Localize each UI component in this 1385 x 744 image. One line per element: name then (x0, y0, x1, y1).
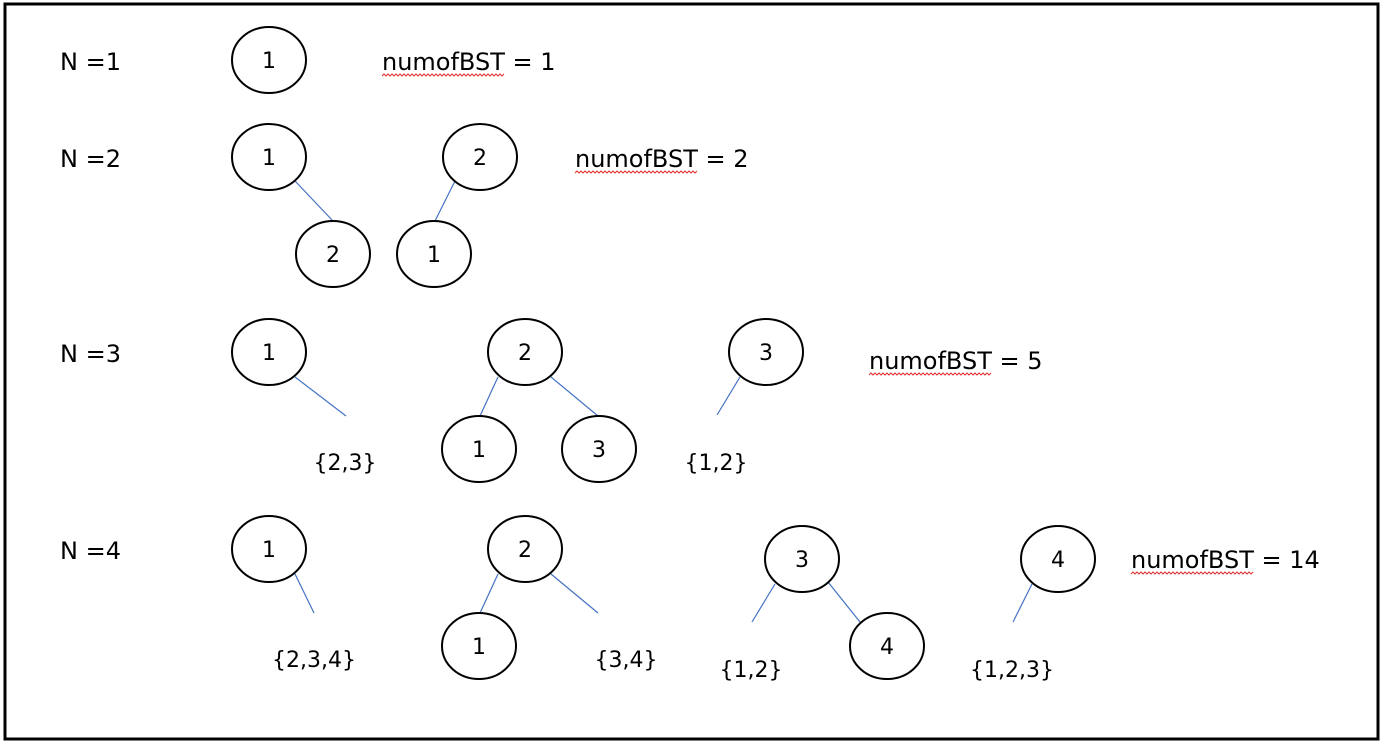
node-value: 3 (592, 438, 606, 463)
tree-node (231, 26, 307, 94)
tree-edge (294, 573, 315, 614)
result-word: numofBST (1131, 546, 1254, 574)
tree-node (487, 515, 563, 583)
result-word: numofBST (869, 347, 992, 375)
node-value: 4 (1051, 548, 1065, 573)
tree-edge (479, 376, 499, 417)
row-n3: N =3 1 {2,3} 2 1 3 3 {1,2} numofBST = 5 (60, 318, 1043, 483)
result-value: = 5 (992, 347, 1043, 375)
tree-edge (294, 180, 334, 222)
node-value: 1 (262, 341, 276, 366)
result-text: numofBST = 14 (1131, 546, 1320, 574)
tree-node (441, 415, 517, 483)
tree-edge (550, 573, 599, 614)
subtree-subset: {1,2} (685, 451, 748, 476)
tree-edge (716, 376, 741, 416)
tree: 2 1 {3,4} (441, 515, 658, 680)
result-value: = 1 (505, 48, 556, 76)
result-value: = 2 (698, 145, 749, 173)
tree-node (231, 123, 307, 191)
tree-node (231, 515, 307, 583)
row-label: N =2 (60, 145, 121, 173)
node-value: 1 (262, 538, 276, 563)
row-n1: N =1 1 numofBST = 1 (60, 26, 556, 94)
node-value: 2 (473, 146, 487, 171)
tree-node (295, 220, 371, 288)
tree-node (487, 318, 563, 386)
subtree-subset: {3,4} (595, 648, 658, 673)
result-text: numofBST = 5 (869, 347, 1043, 375)
tree-edge (1012, 583, 1033, 623)
tree-edge (434, 180, 456, 222)
tree-node (561, 415, 637, 483)
tree: 3 4 {1,2} (720, 525, 925, 683)
tree-edge (479, 573, 499, 614)
subtree-subset: {2,3} (314, 451, 377, 476)
node-value: 1 (472, 438, 486, 463)
subtree-subset: {2,3,4} (272, 648, 356, 673)
node-value: 3 (795, 548, 809, 573)
result-value: = 14 (1254, 546, 1320, 574)
row-n4: N =4 1 {2,3,4} 2 1 {3,4} 3 4 {1,2} (60, 515, 1320, 683)
tree-edge (751, 583, 776, 623)
result-word: numofBST (382, 48, 505, 76)
tree-node (441, 612, 517, 680)
spellcheck-underline (381, 73, 505, 77)
row-label: N =1 (60, 48, 121, 76)
result-text: numofBST = 1 (382, 48, 556, 76)
tree: 4 {1,2,3} (970, 525, 1096, 683)
node-value: 2 (326, 243, 340, 268)
diagram-border (3, 2, 1380, 741)
tree: 1 {2,3} (231, 318, 377, 476)
node-value: 2 (518, 341, 532, 366)
tree-node (442, 123, 518, 191)
tree-node (396, 220, 472, 288)
tree-node (849, 612, 925, 680)
tree: 2 1 (396, 123, 518, 288)
tree-edge (294, 376, 347, 417)
tree-node (728, 318, 804, 386)
subtree-subset: {1,2} (720, 658, 783, 683)
spellcheck-underline (1130, 571, 1254, 575)
row-label: N =3 (60, 340, 121, 368)
tree-edge (827, 581, 861, 623)
spellcheck-underline (574, 170, 698, 174)
tree: 1 (231, 26, 307, 94)
node-value: 1 (472, 635, 486, 660)
tree: 1 {2,3,4} (231, 515, 356, 673)
node-value: 2 (518, 538, 532, 563)
tree-node (764, 525, 840, 593)
node-value: 4 (880, 635, 894, 660)
node-value: 1 (262, 146, 276, 171)
row-label: N =4 (60, 537, 121, 565)
result-word: numofBST (575, 145, 698, 173)
tree: 3 {1,2} (685, 318, 804, 476)
subtree-subset: {1,2,3} (970, 658, 1054, 683)
result-text: numofBST = 2 (575, 145, 749, 173)
tree-node (1020, 525, 1096, 593)
tree-node (231, 318, 307, 386)
tree: 2 1 3 (441, 318, 637, 483)
tree-edge (550, 376, 599, 417)
node-value: 1 (262, 49, 276, 74)
node-value: 3 (759, 341, 773, 366)
tree: 1 2 (231, 123, 371, 288)
row-n2: N =2 1 2 2 1 numofBST = 2 (60, 123, 749, 288)
spellcheck-underline (868, 372, 992, 376)
node-value: 1 (427, 243, 441, 268)
